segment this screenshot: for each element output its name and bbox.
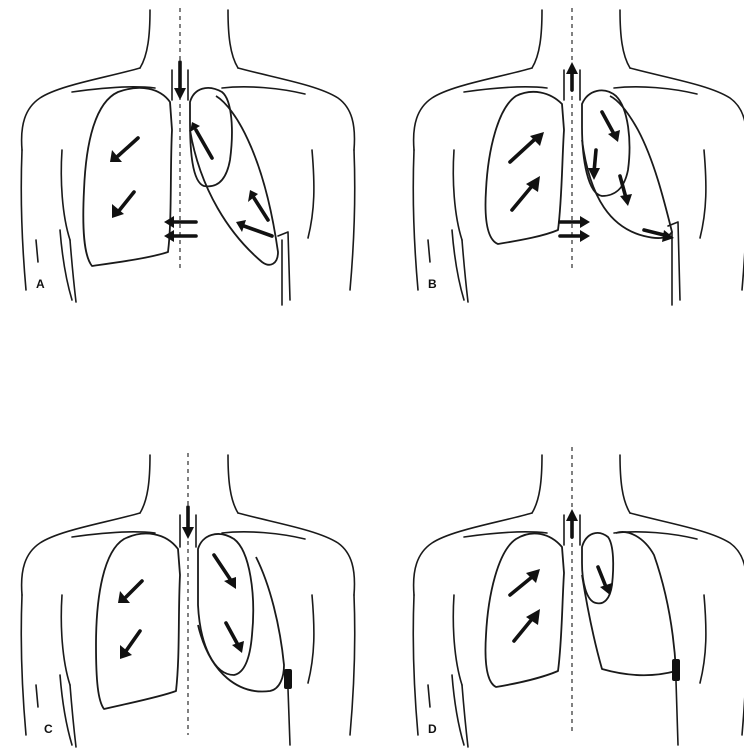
right-lung [96, 534, 180, 709]
arrow-right-lung-upper [110, 138, 138, 162]
arrow-right-lung-lower [112, 192, 134, 218]
arrow-left-lung-lower [620, 176, 632, 206]
arrow-mediastinal-shift-2 [560, 230, 590, 242]
arrow-air-entry-lower [236, 220, 272, 236]
panel-a: A [21, 8, 355, 305]
arrow-tracheal-in [174, 62, 186, 100]
left-lung [198, 534, 253, 675]
panel-label: D [428, 722, 437, 736]
panel-label: A [36, 277, 45, 291]
panel-d: D [413, 447, 744, 747]
arrow-left-lung-upper [214, 555, 236, 589]
arrow-left-lung-upper [602, 112, 620, 142]
arrow-air-entry-upper [248, 190, 268, 220]
arrow-mediastinal-shift-1 [560, 216, 590, 228]
arrow-right-lung-lower [514, 609, 540, 641]
arrow-right-lung-upper [510, 132, 544, 162]
occlusive-dressing [672, 659, 680, 681]
arrow-right-lung-upper [510, 569, 540, 595]
arrow-left-lung-collapse [598, 567, 612, 595]
arrow-tracheal-out [566, 509, 578, 537]
arrow-right-lung-upper [118, 581, 142, 603]
arrow-left-lung-lower [226, 623, 244, 653]
right-lung [486, 92, 565, 244]
arrow-tracheal-in [182, 507, 194, 539]
arrow-right-lung-lower [120, 631, 140, 659]
panel-label: B [428, 277, 437, 291]
panel-c: C [21, 453, 355, 747]
arrow-air-exit [644, 230, 674, 242]
right-lung [83, 88, 172, 266]
pleural-space [190, 96, 278, 265]
occlusive-dressing [284, 669, 292, 689]
arrow-tracheal-out [566, 62, 578, 90]
right-lung [485, 533, 564, 687]
arrow-right-lung-lower [512, 176, 540, 210]
panel-label: C [44, 722, 53, 736]
panel-b: B [413, 8, 744, 305]
arrow-left-lung-collapse [190, 122, 212, 158]
